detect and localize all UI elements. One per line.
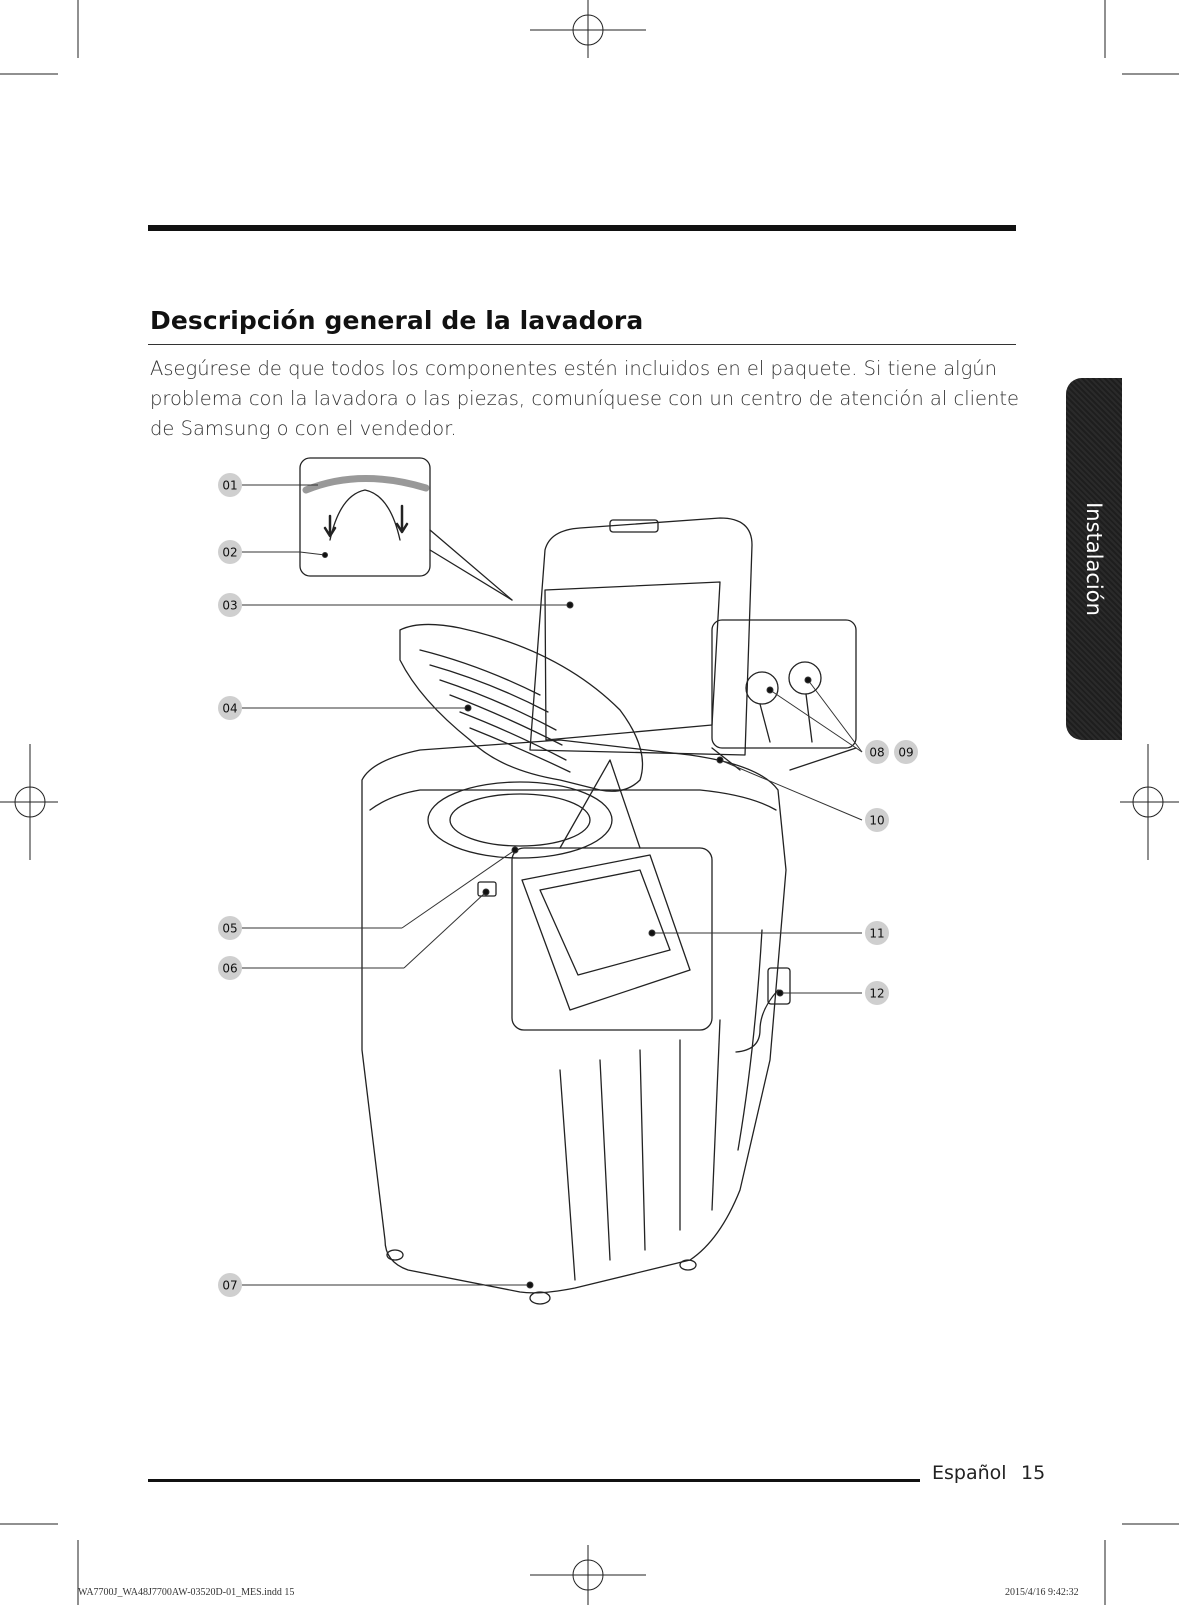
footer-language: Español <box>932 1462 1007 1484</box>
title-underline <box>148 344 1016 345</box>
callout-08: 08 <box>869 746 884 760</box>
power-cord <box>735 989 779 1053</box>
leveling-foot <box>529 1291 551 1305</box>
section-top-rule <box>148 225 1016 231</box>
side-tab: Instalación <box>1066 378 1122 740</box>
callout-09: 09 <box>898 746 913 760</box>
callout-01: 01 <box>222 479 237 493</box>
intro-paragraph: Asegúrese de que todos los componentes e… <box>150 357 1020 440</box>
detail-inset-hose <box>299 457 431 577</box>
washer-illustration: 01 02 03 04 05 06 07 08 09 10 11 12 <box>218 457 918 1305</box>
footer-rule <box>148 1479 920 1482</box>
callout-05: 05 <box>222 922 237 936</box>
power-outlet <box>767 967 791 1005</box>
washer-cabinet <box>361 739 787 1294</box>
washer-lid <box>529 517 753 756</box>
tub-opening <box>427 781 613 859</box>
callout-06: 06 <box>222 962 237 976</box>
callout-10: 10 <box>869 814 884 828</box>
detail-inset-dispenser <box>511 847 713 1031</box>
callout-labels: 01 02 03 04 05 06 07 08 09 10 11 12 <box>218 473 918 1297</box>
callout-04: 04 <box>222 702 237 716</box>
print-slug-date: 2015/4/16 9:42:32 <box>1005 1587 1079 1598</box>
page-title: Descripción general de la lavadora <box>150 306 644 335</box>
print-slug-file: WA7700J_WA48J7700AW-03520D-01_MES.indd 1… <box>78 1587 295 1598</box>
page-number: 15 <box>1021 1462 1046 1484</box>
callout-12: 12 <box>869 987 884 1001</box>
callout-03: 03 <box>222 599 237 613</box>
side-tab-label: Instalación <box>1082 502 1106 616</box>
callout-11: 11 <box>869 927 884 941</box>
callout-02: 02 <box>222 546 237 560</box>
detail-inset-valves <box>711 619 857 749</box>
lint-filter <box>399 623 644 792</box>
callout-07: 07 <box>222 1279 237 1293</box>
